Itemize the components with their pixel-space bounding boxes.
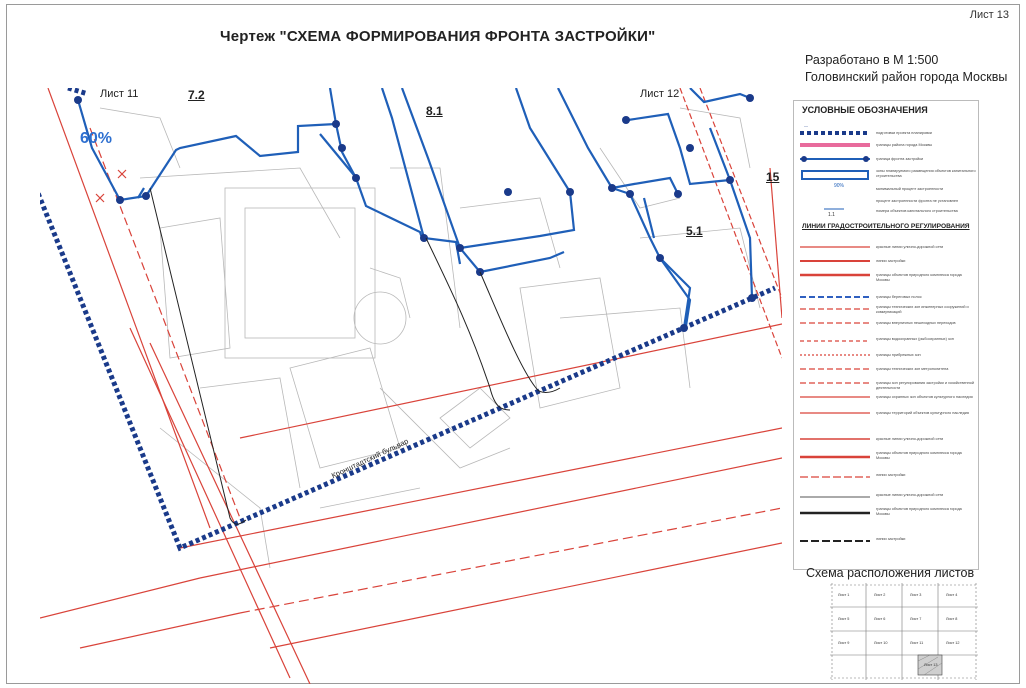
legend-item-24: линии застройки	[876, 537, 906, 541]
grid-cell-13: Лист 13	[924, 663, 938, 667]
front-nodes	[74, 94, 756, 332]
legend-item-18: границы территорий объектов культурного …	[876, 411, 969, 415]
legend-item-0: подготовки проекта планировки	[876, 131, 932, 135]
grid-cell-7: Лист 7	[910, 617, 922, 621]
map-area[interactable]: Лист 11 Лист 12 7.2 8.1 5.1 15 60% Кронш…	[40, 88, 782, 684]
grid-cell-1: Лист 1	[838, 593, 850, 597]
map-canvas	[40, 88, 782, 684]
legend-item-23: границы объектов природного комплекса го…	[876, 507, 962, 516]
planning-boundary	[40, 88, 777, 552]
legend-symbol-1-1: 1.1	[828, 212, 835, 218]
grid-cell-12: Лист 12	[946, 641, 960, 645]
grid-cell-10: Лист 10	[874, 641, 888, 645]
grid-cell-6: Лист 6	[874, 617, 886, 621]
legend-item-20: границы объектов природного комплекса го…	[876, 451, 962, 460]
legend-item-17: границы охранных зон объектов культурног…	[876, 395, 973, 399]
legend-item-14: границы прибрежных зон	[876, 353, 921, 357]
legend-title: УСЛОВНЫЕ ОБОЗНАЧЕНИЯ	[802, 105, 928, 115]
legend-symbol-90: 90%	[834, 183, 845, 189]
sheets-scheme-title: Схема расположения листов	[806, 566, 975, 580]
drawing-title: Чертеж "СХЕМА ФОРМИРОВАНИЯ ФРОНТА ЗАСТРО…	[220, 28, 656, 45]
legend-item-9: границы объектов природного комплекса го…	[876, 273, 962, 282]
legend-symbols	[800, 131, 870, 542]
scale-text: Разработано в М 1:500	[805, 53, 939, 67]
legend-item-6: номера объектов капитального строительст…	[876, 209, 958, 213]
sheets-grid-lines	[830, 583, 978, 680]
district-text: Головинский район города Москвы	[805, 70, 1008, 84]
grid-cell-11: Лист 11	[910, 641, 924, 645]
legend-item-12: границы внеуличных пешеходных переходов	[876, 321, 956, 325]
legend-item-13: границы водоохранных (рыбоохранных) зон	[876, 337, 954, 341]
legend-item-4: минимальный процент застроенности	[876, 187, 944, 191]
legend-item-8: линии застройки	[876, 259, 906, 263]
block-label-5-1: 5.1	[686, 224, 703, 238]
background-linework	[99, 107, 761, 569]
legend-item-15: границы технических зон метрополитена	[876, 367, 949, 371]
legend-item-7: красные линии улично-дорожной сети	[876, 245, 944, 249]
info-block: Разработано в М 1:500 Головинский район …	[805, 52, 1007, 86]
block-label-8-1: 8.1	[426, 104, 443, 118]
grid-cell-8: Лист 8	[946, 617, 958, 621]
legend-item-1: границы района города Москвы	[876, 143, 933, 147]
map-sheet-left-label: Лист 11	[100, 88, 139, 100]
red-lines	[40, 88, 782, 684]
legend-section-regulation: ЛИНИИ ГРАДОСТРОИТЕЛЬНОГО РЕГУЛИРОВАНИЯ	[802, 223, 970, 230]
legend-item-22: красные линии улично-дорожной сети	[876, 493, 944, 497]
legend-item-3: зоны планируемого размещения объектов ка…	[876, 169, 976, 178]
grid-cell-2: Лист 2	[874, 593, 886, 597]
sheet-number: Лист 13	[969, 9, 1009, 21]
block-label-7-2: 7.2	[188, 88, 205, 102]
legend-item-19: красные линии улично-дорожной сети	[876, 437, 944, 441]
legend-item-16: границы зон регулирования застройки и хо…	[876, 381, 974, 390]
map-sheet-right-label: Лист 12	[640, 88, 680, 100]
legend-item-21: линии застройки	[876, 473, 906, 477]
legend-item-2: граница фронта застройки	[876, 157, 924, 161]
grid-cell-9: Лист 9	[838, 641, 850, 645]
block-label-15: 15	[766, 170, 780, 184]
grid-cell-4: Лист 4	[946, 593, 958, 597]
percent-label: 60%	[80, 130, 113, 147]
grid-cell-3: Лист 3	[910, 593, 922, 597]
grid-cell-5: Лист 5	[838, 617, 850, 621]
legend-item-11: границы технических зон инженерных соору…	[876, 305, 969, 314]
legend-item-10: границы береговых полос	[876, 295, 922, 299]
cross-marks	[95, 169, 127, 203]
legend-item-5: процент застроенности фронта не установл…	[876, 199, 959, 203]
construction-front-lines	[76, 88, 754, 329]
road-lines	[149, 187, 561, 525]
sheets-scheme-grid: Лист 1 Лист 2 Лист 3 Лист 4 Лист 5 Лист …	[830, 583, 978, 680]
legend-panel: УСЛОВНЫЕ ОБОЗНАЧЕНИЯ — 90%	[793, 100, 979, 570]
